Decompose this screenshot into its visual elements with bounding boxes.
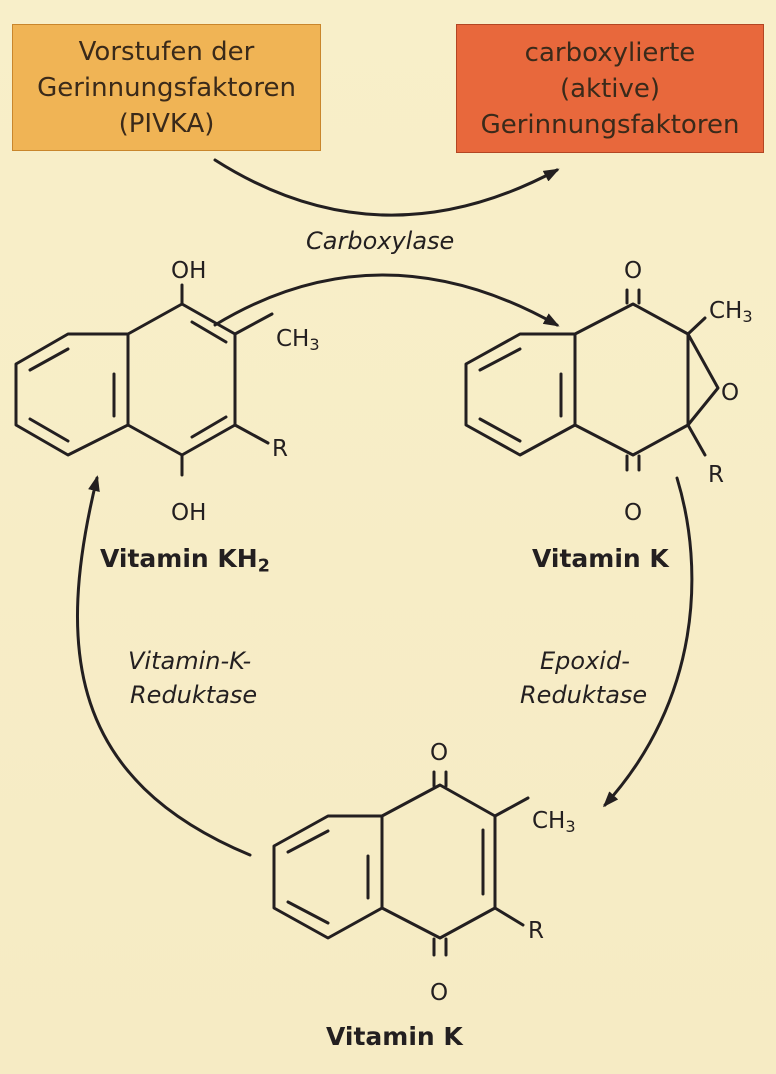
epoxide-ring-o: O [721, 380, 740, 406]
pivka-line-3: (PIVKA) [118, 108, 215, 139]
epoxide-r-group: R [708, 462, 724, 488]
active-factors-box: carboxylierte (aktive) Gerinnungsfaktore… [456, 24, 764, 153]
carboxylase-arrow [213, 273, 560, 327]
epoxide-reductase-arrow [602, 476, 694, 808]
epoxide-o-bottom: O [624, 500, 643, 526]
vitamin-kh2-structure [14, 283, 274, 477]
epoxide-methyl: CH3 [709, 298, 753, 327]
vitamin-k-quinone-name: Vitamin K [326, 1022, 463, 1051]
kh2-oh-top: OH [171, 258, 207, 284]
pivka-precursor-box: Vorstufen der Gerinnungsfaktoren (PIVKA) [12, 24, 321, 151]
kh2-r-group: R [272, 436, 288, 462]
pivka-line-2: Gerinnungsfaktoren [37, 72, 296, 103]
kh2-oh-bottom: OH [171, 500, 207, 526]
vitamin-k-reductase-arrow [76, 475, 252, 857]
vitamin-k-reductase-label-1: Vitamin-K- [128, 647, 252, 675]
vitamin-k-reductase-label-2: Reduktase [130, 681, 258, 709]
epoxide-reductase-label-1: Epoxid- [540, 647, 630, 675]
active-line-3: Gerinnungsfaktoren [480, 109, 740, 140]
quinone-o-bottom: O [430, 980, 449, 1006]
quinone-r-group: R [528, 918, 544, 944]
quinone-o-top: O [430, 740, 449, 766]
quinone-methyl: CH3 [532, 808, 576, 837]
active-line-2: (aktive) [559, 73, 661, 104]
active-line-1: carboxylierte [524, 37, 696, 68]
epoxide-o-top: O [624, 258, 643, 284]
epoxide-reductase-label-2: Reduktase [520, 681, 648, 709]
factor-carboxylation-arrow [213, 158, 560, 217]
pivka-line-1: Vorstufen der [78, 36, 255, 67]
kh2-methyl: CH3 [276, 326, 320, 355]
vitamin-k-epoxide-structure [464, 288, 720, 472]
vitamin-kh2-name: Vitamin KH2 [100, 544, 270, 577]
vitamin-k-quinone-structure [272, 770, 530, 957]
carboxylase-label: Carboxylase [306, 227, 455, 255]
vitamin-k-epoxide-name: Vitamin K [532, 544, 669, 573]
